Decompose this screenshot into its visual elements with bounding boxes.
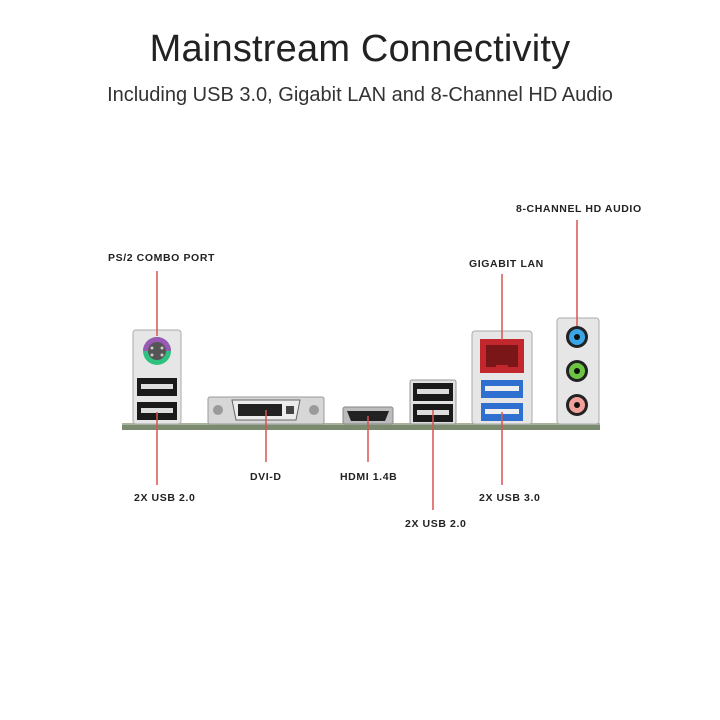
- label-hdmi: HDMI 1.4B: [340, 471, 398, 483]
- hdmi-port: [342, 406, 394, 425]
- pointer-lines: [156, 220, 578, 510]
- label-usb20-mid: 2X USB 2.0: [405, 518, 467, 530]
- ps2-port: [143, 337, 171, 365]
- audio-jack-line-in: [566, 326, 588, 348]
- label-usb30: 2X USB 3.0: [479, 492, 541, 504]
- page-subtitle: Including USB 3.0, Gigabit LAN and 8-Cha…: [107, 84, 613, 106]
- page-title: Mainstream Connectivity: [149, 28, 571, 70]
- label-lan: GIGABIT LAN: [469, 258, 544, 270]
- label-audio: 8-CHANNEL HD AUDIO: [516, 203, 642, 215]
- audio-jack-mic: [566, 394, 588, 416]
- label-ps2: PS/2 COMBO PORT: [108, 252, 216, 264]
- label-usb20-left: 2X USB 2.0: [134, 492, 196, 504]
- ps2-usb-stack: [132, 329, 182, 425]
- usb2-stack-middle: [409, 379, 457, 425]
- audio-stack: [556, 317, 600, 425]
- usb3-port-top: [481, 380, 523, 398]
- label-dvi: DVI-D: [250, 471, 282, 483]
- lan-usb3-stack: [471, 330, 533, 425]
- board-edge: [122, 423, 600, 430]
- usb2-port-left-bottom: [137, 402, 177, 420]
- lan-port: [480, 339, 524, 373]
- audio-jack-line-out: [566, 360, 588, 382]
- usb2-port-left-top: [137, 378, 177, 396]
